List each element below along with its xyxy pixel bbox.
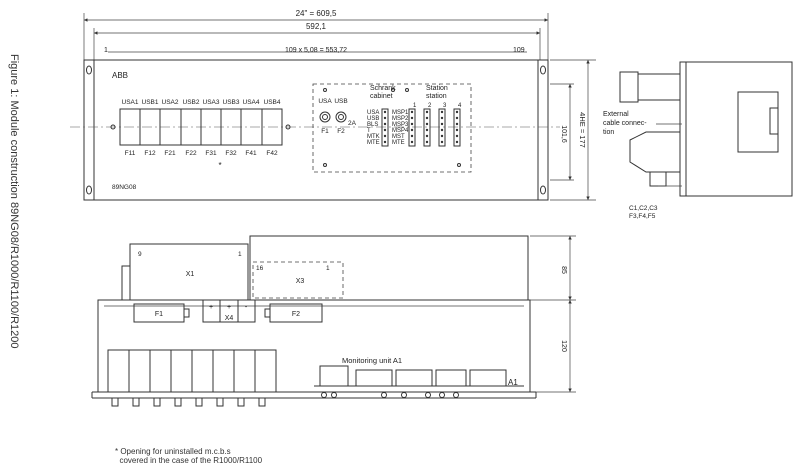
monitoring-label: Monitoring unit A1 xyxy=(342,356,402,365)
x4-label: X4 xyxy=(225,315,234,322)
module-label: 89NG08 xyxy=(112,184,137,191)
height-inner-label: 101,6 xyxy=(560,125,567,143)
footnote: * Opening for uninstalled m.c.b.s covere… xyxy=(115,447,262,465)
fuse-holders: USA USB F1 F2 2A xyxy=(318,98,356,135)
breaker-block: USA1 USB1 USA2 USB2 USA3 USB3 USA4 USB4 … xyxy=(110,99,291,170)
breaker-bottom-label: F32 xyxy=(225,150,237,157)
cabinet-signal: T xyxy=(367,128,371,134)
station-number: 3 xyxy=(443,103,447,109)
fuse-bottom-label: F1 xyxy=(321,128,329,135)
station-number: 1 xyxy=(413,103,417,109)
x4-plus-2: + xyxy=(227,304,231,311)
pitch-end-label: 109 xyxy=(513,47,525,54)
breaker-bottom-label: F12 xyxy=(144,150,156,157)
external-cable-label-2: cable connec- xyxy=(603,120,647,127)
breaker-bodies xyxy=(107,349,277,407)
breaker-top-label: USA4 xyxy=(243,99,260,106)
x3-pin-left: 16 xyxy=(256,265,264,272)
fuse-bottom-label: F2 xyxy=(337,128,345,135)
breaker-bottom-label: F31 xyxy=(205,150,217,157)
x3-label: X3 xyxy=(296,278,305,285)
cabinet-signal: BLS xyxy=(367,122,378,128)
station-title-2: station xyxy=(426,93,447,100)
side-fuse-label-2: F3,F4,F5 xyxy=(629,213,656,220)
breaker-bottom-label: F21 xyxy=(164,150,176,157)
breaker-top-label: USB2 xyxy=(183,99,200,106)
external-cable-label-3: tion xyxy=(603,129,614,136)
external-cable-label-1: External xyxy=(603,111,629,118)
breaker-bottom-label: F41 xyxy=(245,150,257,157)
station-title-1: Station xyxy=(426,85,448,92)
breaker-bottom-label: F22 xyxy=(185,150,197,157)
side-view: External cable connec- tion C1,C2,C3 F3,… xyxy=(603,61,793,220)
station-number: 4 xyxy=(458,103,462,109)
cabinet-signal: MSP1 xyxy=(392,110,409,116)
terminal-strips xyxy=(381,108,461,147)
cabinet-signal: MSP2 xyxy=(392,116,409,122)
abb-logo: ABB xyxy=(112,71,128,80)
top-view: 85 120 9 1 X1 16 1 X3 F1 F2 + + - X4 xyxy=(91,235,576,407)
cabinet-signal: MSP4 xyxy=(392,128,409,134)
cabinet-signal: MST xyxy=(392,134,405,140)
signal-box: Schrank cabinet Station station USA USB … xyxy=(312,83,472,173)
pitch-width-label: 109 x 5,08 = 553,72 xyxy=(285,47,347,54)
front-panel: ABB 89NG08 USA1 USB1 USA2 USB2 USA3 USB3… xyxy=(70,59,560,201)
breaker-top-label: USB4 xyxy=(264,99,281,106)
breaker-top-label: USA3 xyxy=(203,99,220,106)
x4-minus: - xyxy=(245,304,248,311)
f1-label: F1 xyxy=(155,311,163,318)
a1-label: A1 xyxy=(508,378,518,387)
breaker-top-label: USB3 xyxy=(223,99,240,106)
breaker-top-label: USA2 xyxy=(162,99,179,106)
dimension-inner-width: 592,1 xyxy=(93,22,541,60)
side-fuse-label-1: C1,C2,C3 xyxy=(629,205,658,212)
cabinet-signal: MSP3 xyxy=(392,122,409,128)
breaker-top-label: USA1 xyxy=(122,99,139,106)
f2-label: F2 xyxy=(292,311,300,318)
x1-pin-left: 9 xyxy=(138,251,142,258)
cabinet-title-1: Schrank xyxy=(370,85,396,92)
inner-width-label: 592,1 xyxy=(306,22,327,31)
pitch-start-label: 1 xyxy=(104,47,108,54)
depth-bottom-label: 120 xyxy=(560,340,567,352)
cabinet-title-2: cabinet xyxy=(370,93,393,100)
fuse-rating: 2A xyxy=(348,120,357,127)
cabinet-signal: MTE xyxy=(392,140,405,146)
footnote-line-1: * Opening for uninstalled m.c.b.s xyxy=(115,447,231,456)
station-number: 2 xyxy=(428,103,432,109)
breaker-top-label: USB1 xyxy=(142,99,159,106)
breaker-bottom-label: F11 xyxy=(125,150,136,157)
x4-plus-1: + xyxy=(209,304,213,311)
x3-pin-right: 1 xyxy=(326,265,330,272)
fuse-top-label: USA xyxy=(318,98,332,105)
asterisk-mark: * xyxy=(218,161,221,170)
x1-pin-right: 1 xyxy=(238,251,242,258)
x1-label: X1 xyxy=(186,271,195,278)
breaker-bottom-label: F42 xyxy=(266,150,278,157)
fuse-top-label: USB xyxy=(334,98,347,105)
dimension-pitch-width: 1 109 109 x 5,08 = 553,72 xyxy=(104,47,527,54)
cabinet-signal: MTK xyxy=(367,134,380,140)
monitoring-unit: Monitoring unit A1 A1 xyxy=(314,356,524,398)
cabinet-signal: MTE xyxy=(367,140,380,146)
cabinet-signal: USB xyxy=(367,116,379,122)
height-4he-label: 4HE = 177 xyxy=(578,112,587,148)
depth-top-label: 85 xyxy=(560,266,567,274)
overall-width-label: 24" = 609,5 xyxy=(296,9,337,18)
footnote-line-2: covered in the case of the R1000/R1100 xyxy=(115,456,263,465)
cabinet-signal: USA xyxy=(367,110,379,116)
dimension-height: 4HE = 177 101,6 xyxy=(550,59,596,201)
dimension-overall-width: 24" = 609,5 xyxy=(83,9,549,60)
